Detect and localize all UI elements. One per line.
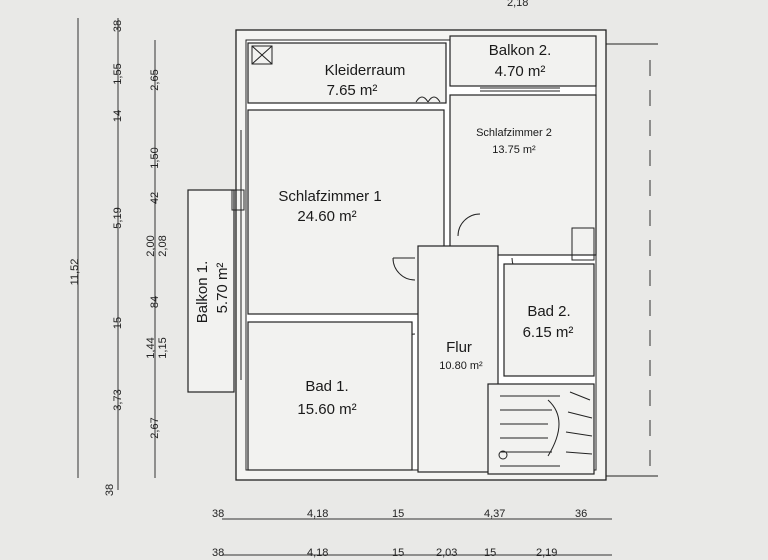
dim-bottom1-0: 38 [212, 508, 224, 520]
dim-left-mid-0: 38 [112, 20, 124, 32]
dim-bottom1-1: 4,18 [307, 508, 328, 520]
kleiderraum-name: Kleiderraum [325, 62, 406, 79]
room-kleiderraum [247, 42, 447, 104]
bad-2-area: 6.15 m² [523, 324, 574, 341]
dim-left-inner-5: 84 [149, 296, 161, 308]
room-bad-1 [247, 321, 413, 471]
room-bad-2 [503, 263, 595, 377]
dim-left-outer: 11,52 [69, 259, 81, 286]
dim-bottom1-4: 36 [575, 508, 587, 520]
dim-bottom2-3: 2,03 [436, 547, 457, 559]
dim-top-partial: 2,18 [507, 0, 528, 9]
flur-name: Flur [446, 339, 472, 356]
dim-left-mid-5: 3,73 [112, 389, 124, 410]
dim-left-inner-7: 1,15 [157, 337, 169, 358]
dim-bottom2-5: 2,19 [536, 547, 557, 559]
schlafzimmer-2-area: 13.75 m² [492, 144, 536, 156]
staircase [487, 383, 595, 475]
dim-left-inner-0: 2,65 [149, 69, 161, 90]
room-schlafzimmer-2 [449, 94, 597, 256]
schlafzimmer-2-name: Schlafzimmer 2 [476, 127, 552, 139]
schlafzimmer-1-area: 24.60 m² [297, 208, 356, 225]
dim-left-inner-4: 2,08 [157, 235, 169, 256]
balkon-2-name: Balkon 2. [489, 42, 552, 59]
dim-left-inner-6: 1,44 [145, 337, 157, 358]
dim-left-inner-2: 42 [149, 192, 161, 204]
dim-bottom1-3: 4,37 [484, 508, 505, 520]
bad-2-name: Bad 2. [527, 303, 570, 320]
schlafzimmer-1-name: Schlafzimmer 1 [278, 188, 381, 205]
dim-left-inner-1: 1,50 [149, 147, 161, 168]
dim-left-mid-2: 14 [112, 110, 124, 122]
dim-left-inner-8: 2,67 [149, 417, 161, 438]
dim-bottom2-1: 4,18 [307, 547, 328, 559]
dim-bottom2-2: 15 [392, 547, 404, 559]
bad-1-area: 15.60 m² [297, 401, 356, 418]
room-flur [417, 245, 499, 473]
room-balkon-1 [187, 189, 235, 393]
dim-left-mid-4: 15 [112, 317, 124, 329]
dim-bottom1-2: 15 [392, 508, 404, 520]
flur-area: 10.80 m² [439, 360, 483, 372]
room-balkon-2 [449, 35, 597, 87]
bad-1-name: Bad 1. [305, 378, 348, 395]
dim-left-inner-3: 2,00 [145, 235, 157, 256]
dim-left-mid-6: 38 [104, 484, 116, 496]
balkon-1-name: Balkon 1. [194, 261, 211, 324]
dim-bottom2-4: 15 [484, 547, 496, 559]
balkon-2-area: 4.70 m² [495, 63, 546, 80]
dim-left-mid-3: 5,19 [112, 207, 124, 228]
balkon-1-area: 5.70 m² [214, 263, 231, 314]
kleiderraum-area: 7.65 m² [327, 82, 378, 99]
stair-treads [498, 391, 593, 467]
dim-left-mid-1: 1,55 [112, 63, 124, 84]
dim-bottom2-0: 38 [212, 547, 224, 559]
